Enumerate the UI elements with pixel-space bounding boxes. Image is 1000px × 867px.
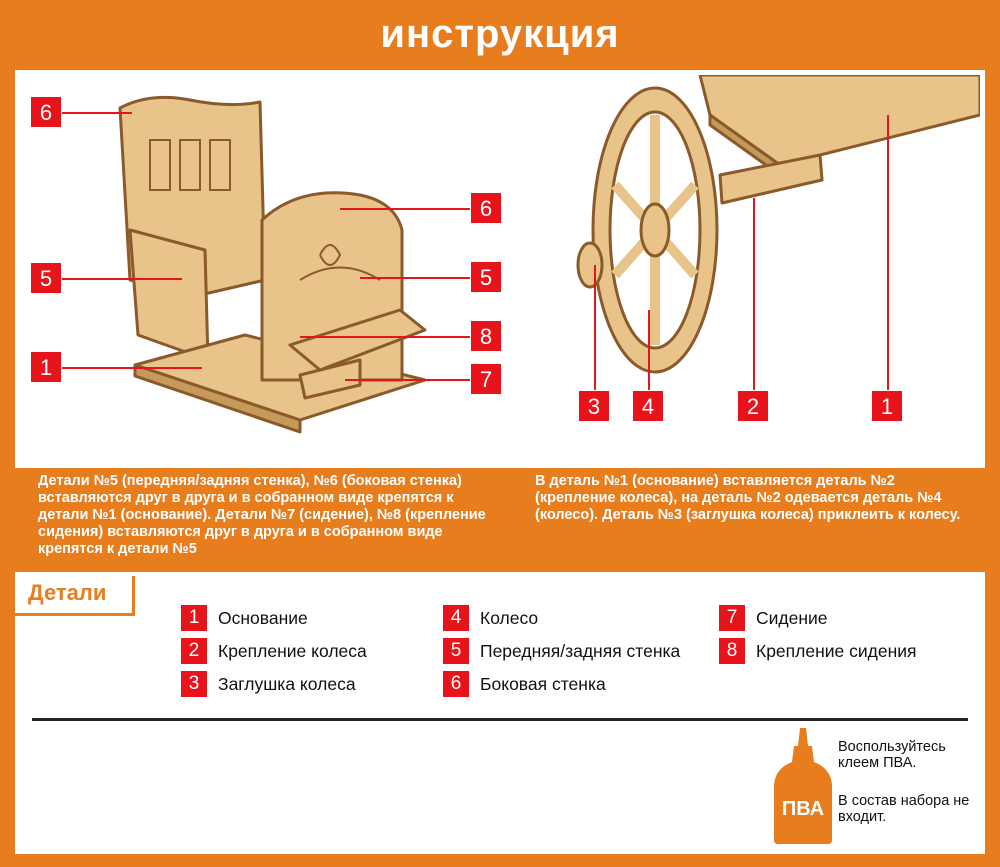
parts-tab bbox=[15, 576, 135, 616]
leader-line bbox=[648, 310, 650, 390]
part-name: Заглушка колеса bbox=[218, 674, 356, 694]
page-title: инструкция bbox=[380, 12, 620, 56]
part-number: 8 bbox=[719, 638, 745, 664]
leader-line bbox=[594, 265, 596, 390]
part-name: Крепление сидения bbox=[756, 641, 917, 661]
part-number: 2 bbox=[181, 638, 207, 664]
leader-line bbox=[62, 278, 182, 280]
label-badge: 5 bbox=[30, 262, 62, 294]
glue-bottle-icon bbox=[774, 728, 832, 844]
part-name: Крепление колеса bbox=[218, 641, 367, 661]
glue-note: Воспользуйтесь клеем ПВА. bbox=[838, 739, 946, 771]
part-number: 5 bbox=[443, 638, 469, 664]
leader-line bbox=[62, 367, 202, 369]
leader-line bbox=[340, 208, 470, 210]
part-name: Передняя/задняя стенка bbox=[480, 641, 681, 661]
label-badge: 7 bbox=[470, 363, 502, 395]
glue-bottle-label: ПВА bbox=[781, 798, 825, 820]
label-badge: 2 bbox=[737, 390, 769, 422]
leader-line bbox=[62, 112, 132, 114]
label-badge: 5 bbox=[470, 261, 502, 293]
part-name: Боковая стенка bbox=[480, 674, 606, 694]
part-number: 4 bbox=[443, 605, 469, 631]
parts-title: Детали bbox=[28, 580, 107, 605]
part-name: Колесо bbox=[480, 608, 539, 628]
chair-assembly-illustration bbox=[118, 95, 427, 434]
label-badge: 1 bbox=[30, 351, 62, 383]
label-badge: 4 bbox=[632, 390, 664, 422]
leader-line bbox=[887, 115, 889, 390]
label-badge: 6 bbox=[30, 96, 62, 128]
leader-line bbox=[300, 336, 470, 338]
part-number: 3 bbox=[181, 671, 207, 697]
divider bbox=[32, 718, 968, 721]
part-number: 6 bbox=[443, 671, 469, 697]
label-badge: 1 bbox=[871, 390, 903, 422]
glue-kit-note: В состав набора не входит. bbox=[838, 793, 970, 825]
part-name: Сидение bbox=[756, 608, 828, 628]
leader-line bbox=[360, 277, 470, 279]
part-number: 7 bbox=[719, 605, 745, 631]
assembly-description-right: В деталь №1 (основание) вставляется дета… bbox=[535, 473, 961, 523]
leader-line bbox=[753, 198, 755, 390]
label-badge: 3 bbox=[578, 390, 610, 422]
assembly-description-left: Детали №5 (передняя/задняя стенка), №6 (… bbox=[38, 473, 486, 557]
leader-line bbox=[345, 379, 470, 381]
label-badge: 8 bbox=[470, 320, 502, 352]
label-badge: 6 bbox=[470, 192, 502, 224]
wheel-assembly-illustration bbox=[576, 75, 980, 374]
part-number: 1 bbox=[181, 605, 207, 631]
part-name: Основание bbox=[218, 608, 308, 628]
